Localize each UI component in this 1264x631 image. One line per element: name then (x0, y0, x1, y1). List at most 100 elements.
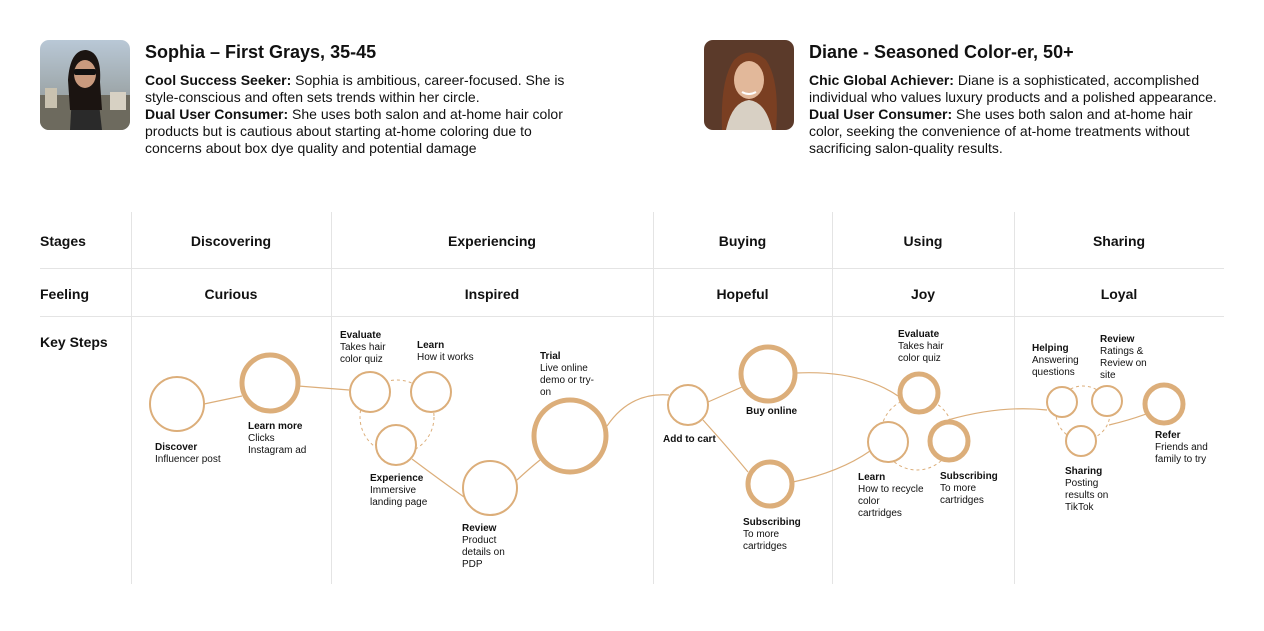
step-title: Subscribing (743, 517, 801, 528)
divider (1014, 212, 1015, 584)
stage-using: Using (903, 233, 943, 249)
connector (411, 458, 465, 498)
step-desc: Ratings & Review on site (1100, 346, 1147, 381)
step-node-subscribing (745, 459, 795, 509)
step-title: Evaluate (340, 330, 382, 341)
trait-label: Dual User Consumer: (809, 106, 953, 122)
step-node-learn-more (239, 352, 301, 414)
step-title: Subscribing (940, 471, 998, 482)
persona-name: Sophia – First Grays, 35-45 (145, 42, 377, 62)
connector (702, 419, 749, 473)
step-title: Add to cart (663, 434, 716, 445)
feeling-curious: Curious (204, 286, 258, 302)
stage-experiencing: Experiencing (448, 233, 536, 249)
avatar (40, 40, 130, 130)
step-label-refer: Refer Friends and family to try (1155, 430, 1223, 466)
connector (947, 408, 1048, 421)
step-node-discover (149, 376, 205, 432)
stage-buying: Buying (718, 233, 767, 249)
step-title: Sharing (1065, 466, 1103, 477)
step-node-evaluate-using (897, 371, 941, 415)
divider (131, 212, 132, 584)
step-title: Experience (370, 473, 424, 484)
step-title: Review (1100, 334, 1135, 345)
row-label-key-steps: Key Steps (40, 334, 108, 350)
step-title: Evaluate (898, 329, 940, 340)
persona-description: Cool Success Seeker: Sophia is ambitious… (145, 72, 565, 157)
connector (1108, 413, 1147, 426)
step-label-subscribing: Subscribing To more cartridges (743, 517, 813, 553)
step-label-sharing: Sharing Posting results on TikTok (1065, 466, 1119, 514)
step-label-add-to-cart: Add to cart (663, 434, 733, 446)
step-desc: How to recycle color cartridges (858, 484, 924, 519)
trait-label: Dual User Consumer: (145, 106, 289, 122)
step-desc: Product details on PDP (462, 535, 505, 570)
step-label-helping: Helping Answering questions (1032, 343, 1094, 379)
connector (792, 450, 871, 483)
step-desc: Takes hair color quiz (340, 342, 386, 365)
step-node-review (462, 460, 518, 516)
step-title: Learn (858, 472, 886, 483)
step-title: Review (462, 523, 497, 534)
step-label-review: Review Product details on PDP (462, 523, 520, 571)
step-label-learn-more: Learn more Clicks Instagram ad (248, 421, 318, 457)
step-node-evaluate (349, 371, 391, 413)
feeling-hopeful: Hopeful (716, 286, 769, 302)
step-node-refer (1142, 382, 1186, 426)
step-label-experience: Experience Immersive landing page (370, 473, 440, 509)
step-node-sharing (1065, 425, 1097, 457)
avatar (704, 40, 794, 130)
persona-text: Sophia – First Grays, 35-45 Cool Success… (145, 40, 565, 157)
connector (606, 394, 670, 427)
connector (297, 385, 350, 391)
step-desc: Clicks Instagram ad (248, 433, 307, 456)
step-title: Helping (1032, 343, 1069, 354)
stage-discovering: Discovering (190, 233, 272, 249)
divider (40, 316, 1224, 317)
step-node-learn-recycle (867, 421, 909, 463)
step-desc: Takes hair color quiz (898, 341, 944, 364)
persona-description: Chic Global Achiever: Diane is a sophist… (809, 72, 1229, 157)
connector (516, 459, 541, 481)
step-node-add-to-cart (667, 384, 709, 426)
step-desc: Immersive landing page (370, 485, 428, 508)
step-node-buy-online (738, 344, 798, 404)
step-desc: Posting results on TikTok (1065, 478, 1109, 513)
step-desc: Answering questions (1032, 355, 1079, 378)
feeling-inspired: Inspired (464, 286, 520, 302)
trait-label: Cool Success Seeker: (145, 72, 292, 88)
step-desc: How it works (417, 352, 474, 363)
row-label-feeling: Feeling (40, 286, 90, 302)
divider (653, 212, 654, 584)
step-desc: Live online demo or try-on (540, 363, 594, 398)
divider (331, 212, 332, 584)
step-node-trial (531, 397, 609, 475)
connectors (203, 372, 1147, 498)
divider (40, 268, 1224, 269)
step-label-buy-online: Buy online (746, 406, 816, 418)
step-label-trial: Trial Live online demo or try-on (540, 351, 602, 399)
divider (832, 212, 833, 584)
row-label-stages: Stages (40, 233, 86, 249)
step-title: Discover (155, 442, 198, 453)
step-title: Trial (540, 351, 561, 362)
connector (795, 372, 899, 397)
step-node-subscribing-using (927, 419, 971, 463)
feeling-joy: Joy (910, 286, 936, 302)
trait-text: Diane is a sophisticated, accomplished i… (809, 72, 1217, 105)
step-label-learn-recycle: Learn How to recycle color cartridges (858, 472, 924, 520)
trait-text: She uses both salon and at-home hair col… (145, 106, 563, 156)
step-desc: To more cartridges (743, 529, 787, 552)
step-nodes (149, 344, 1186, 516)
step-node-helping (1046, 386, 1078, 418)
stage-sharing: Sharing (1092, 233, 1146, 249)
connector (203, 395, 243, 405)
step-label-learn: Learn How it works (417, 340, 497, 364)
step-label-subscribing-using: Subscribing To more cartridges (940, 471, 1006, 507)
step-title: Learn more (248, 421, 303, 432)
trait-text: Sophia is ambitious, career-focused. She… (145, 72, 565, 105)
connector (707, 386, 743, 403)
step-label-discover: Discover Influencer post (155, 442, 225, 466)
trait-text: She uses both salon and at-home hair col… (809, 106, 1193, 156)
